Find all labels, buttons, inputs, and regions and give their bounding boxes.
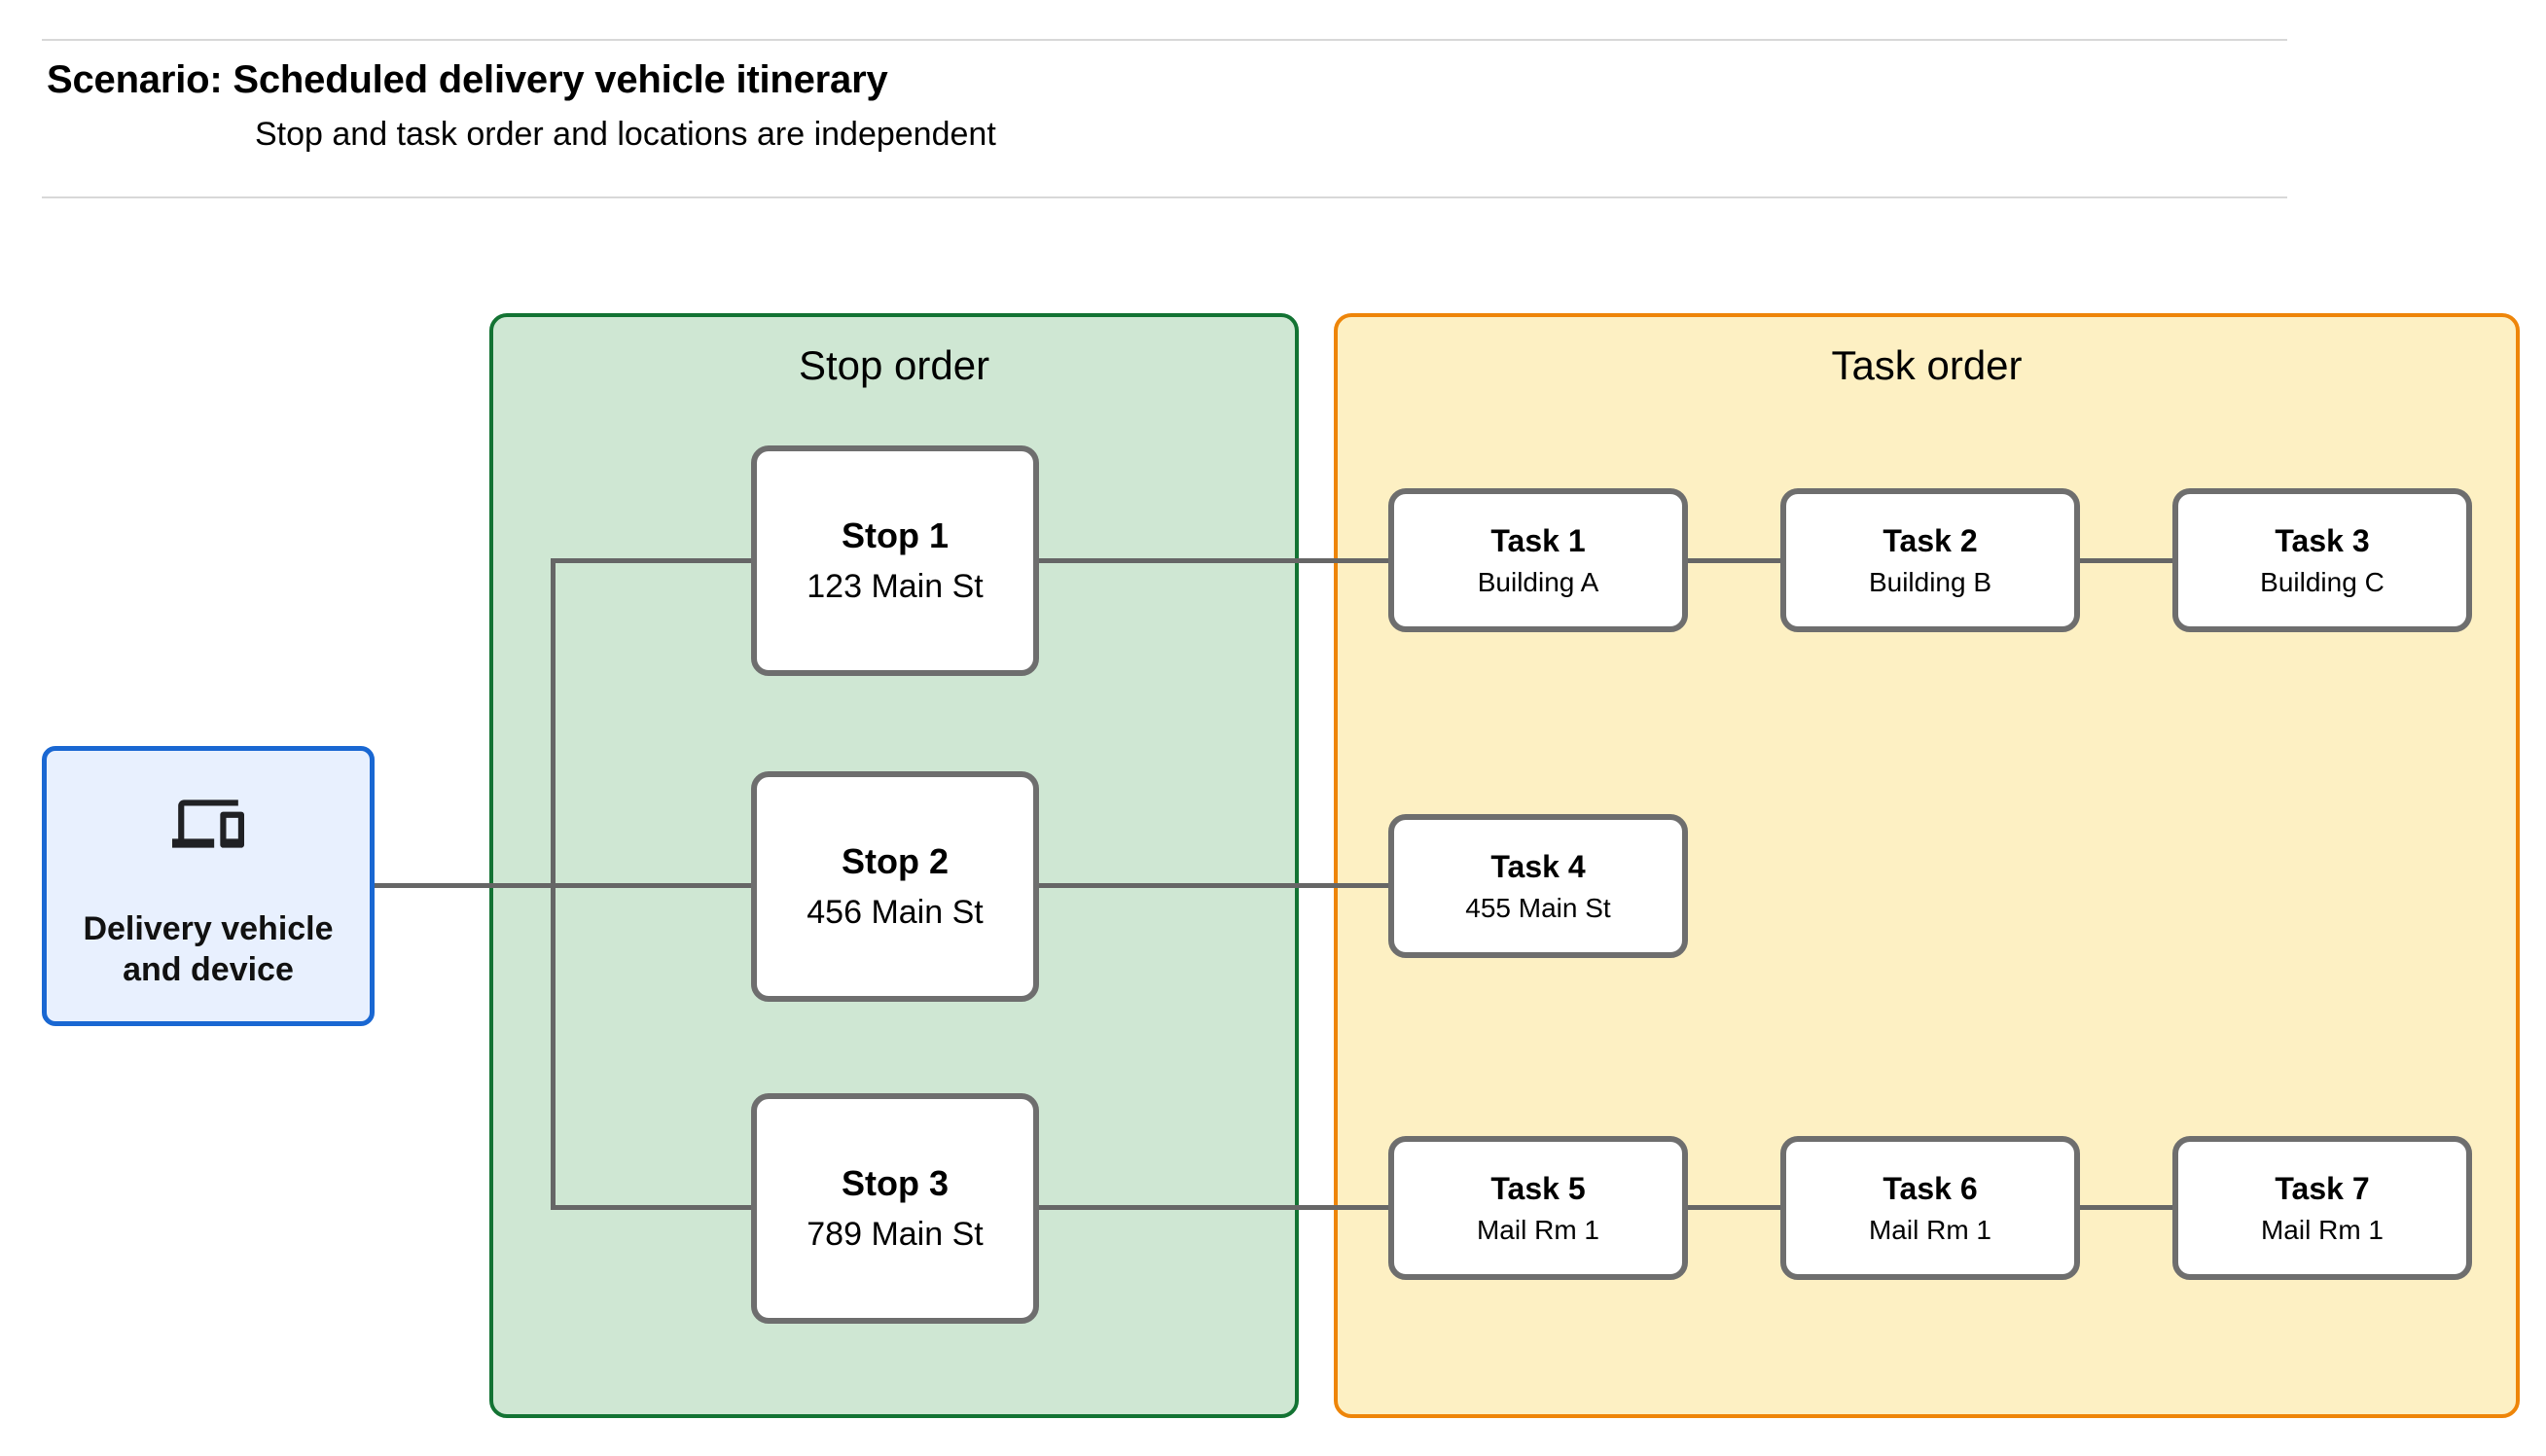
connector-task6-to-task7	[2076, 1205, 2174, 1210]
top-divider	[42, 39, 2287, 41]
connector-task5-to-task6	[1685, 1205, 1782, 1210]
stop-3-address: 789 Main St	[807, 1216, 984, 1253]
connector-stop1-to-task1	[1035, 558, 1388, 563]
task-node-7: Task 7 Mail Rm 1	[2172, 1136, 2472, 1280]
task-3-location: Building C	[2260, 566, 2385, 597]
connector-task2-to-task3	[2076, 558, 2174, 563]
stop-node-2: Stop 2 456 Main St	[751, 771, 1039, 1002]
task-4-title: Task 4	[1490, 848, 1586, 884]
task-node-6: Task 6 Mail Rm 1	[1780, 1136, 2080, 1280]
stop-2-address: 456 Main St	[807, 894, 984, 931]
task-node-3: Task 3 Building C	[2172, 488, 2472, 632]
task-7-location: Mail Rm 1	[2260, 1214, 2384, 1245]
stop-1-address: 123 Main St	[807, 568, 984, 605]
stop-node-3: Stop 3 789 Main St	[751, 1093, 1039, 1324]
connector-trunk	[551, 558, 556, 1210]
task-node-5: Task 5 Mail Rm 1	[1388, 1136, 1688, 1280]
connector-task1-to-task2	[1685, 558, 1782, 563]
connector-stop3-to-task5	[1035, 1205, 1388, 1210]
task-4-location: 455 Main St	[1465, 892, 1611, 923]
task-1-location: Building A	[1477, 566, 1599, 597]
connector-device-to-stop2	[375, 883, 754, 888]
stop-node-1: Stop 1 123 Main St	[751, 445, 1039, 676]
connector-trunk-to-stop3	[551, 1205, 751, 1210]
stop-2-title: Stop 2	[841, 841, 949, 881]
task-5-title: Task 5	[1490, 1170, 1586, 1206]
task-2-title: Task 2	[1883, 522, 1978, 558]
task-1-title: Task 1	[1490, 522, 1586, 558]
devices-icon	[172, 799, 244, 848]
task-5-location: Mail Rm 1	[1476, 1214, 1599, 1245]
task-node-2: Task 2 Building B	[1780, 488, 2080, 632]
task-2-location: Building B	[1868, 566, 1992, 597]
device-label-line1: Delivery vehicle	[83, 909, 334, 947]
stop-order-label: Stop order	[798, 342, 990, 388]
task-node-1: Task 1 Building A	[1388, 488, 1688, 632]
stop-1-title: Stop 1	[841, 515, 949, 555]
task-order-label: Task order	[1831, 342, 2023, 388]
device-label: Delivery vehicle and device	[83, 908, 333, 990]
device-box: Delivery vehicle and device	[42, 746, 375, 1026]
task-6-title: Task 6	[1883, 1170, 1978, 1206]
stop-3-title: Stop 3	[841, 1163, 949, 1203]
page-subtitle: Stop and task order and locations are in…	[255, 116, 996, 153]
task-6-location: Mail Rm 1	[1868, 1214, 1991, 1245]
connector-trunk-to-stop1	[551, 558, 751, 563]
task-7-title: Task 7	[2275, 1170, 2370, 1206]
page-title: Scenario: Scheduled delivery vehicle iti…	[47, 58, 888, 101]
task-3-title: Task 3	[2275, 522, 2370, 558]
connector-stop2-to-task4	[1035, 883, 1388, 888]
header-divider	[42, 196, 2287, 198]
device-label-line2: and device	[123, 950, 294, 988]
task-node-4: Task 4 455 Main St	[1388, 814, 1688, 958]
